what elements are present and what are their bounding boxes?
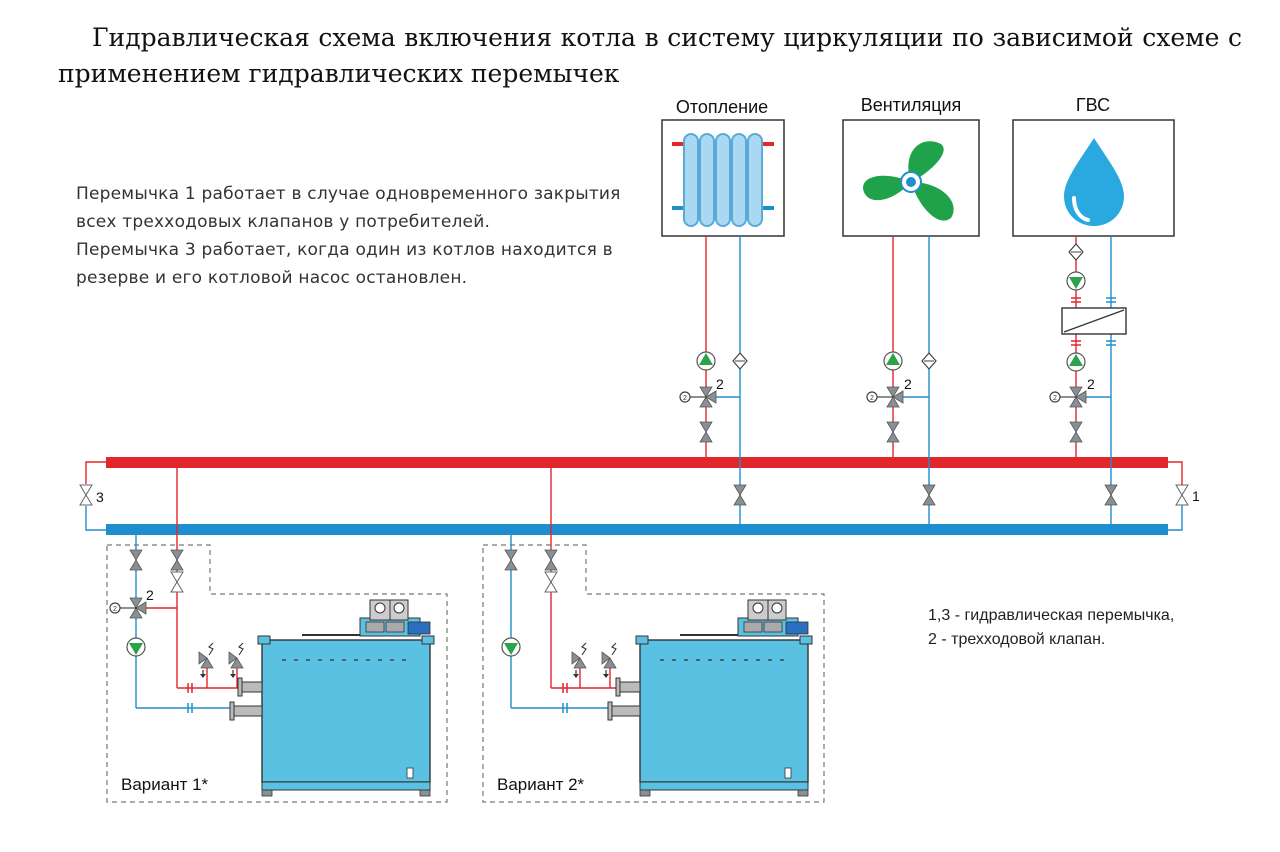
heating-return-valve-icon: [733, 484, 747, 506]
bypass-3-valve-icon: [79, 484, 93, 506]
variant-1: 2 Вариант 1*: [106, 468, 448, 803]
variant-2-safety-valve-icon: [601, 642, 617, 679]
heating-valve-label: 2: [716, 376, 724, 392]
dhw-three-way-valve-icon: [1049, 386, 1087, 408]
ventilation-pump-icon: [883, 351, 903, 371]
legend: 1,3 - гидравлическая перемычка, 2 - трех…: [928, 604, 1258, 652]
variant-2-pump-icon: [501, 637, 521, 657]
description-bypass-3: Перемычка 3 работает, когда один из котл…: [76, 240, 613, 288]
variant-2-boiler-icon: [607, 599, 813, 797]
radiator-icon: [672, 133, 774, 227]
variant-2-safety-valve-icon: [571, 642, 587, 679]
supply-manifold: [106, 457, 1168, 468]
heating-three-way-valve-icon: [679, 386, 717, 408]
heating-filter-icon: [732, 352, 748, 370]
variant-2-frame: [482, 544, 825, 803]
variant-2-supply-valve-icon: [544, 549, 558, 571]
variant-1-safety-valve-icon: [228, 642, 244, 679]
variant-2-check-valve-icon: [544, 571, 558, 593]
page-title: Гидравлическая схема включения котла в с…: [58, 23, 1242, 88]
dhw-label: ГВС: [1076, 95, 1110, 115]
ventilation-three-way-valve-icon: [866, 386, 904, 408]
legend-item-valve: 2 - трехходовой клапан.: [928, 631, 1106, 648]
variant-1-frame: [106, 544, 448, 803]
consumer-dhw: [1012, 119, 1175, 237]
consumer-heating: [661, 119, 785, 237]
dhw-valve-label: 2: [1087, 376, 1095, 392]
variant-2-return-valve-icon: [504, 549, 518, 571]
dhw-circuit: 2: [1049, 236, 1127, 524]
ventilation-return-valve-icon: [922, 484, 936, 506]
bypass-3: 3: [79, 461, 106, 531]
dhw-shutoff-valve-icon: [1069, 421, 1083, 443]
heating-shutoff-valve-icon: [699, 421, 713, 443]
dhw-pump-icon: [1066, 352, 1086, 372]
variant-2: Вариант 2*: [482, 468, 825, 803]
ventilation-filter-icon: [921, 352, 937, 370]
variant-1-valve-label: 2: [146, 587, 154, 603]
consumer-ventilation: [842, 119, 980, 237]
dhw-secondary-pump-icon: [1066, 271, 1086, 291]
heating-circuit: 2: [679, 236, 748, 524]
bypass-1-label: 1: [1192, 488, 1200, 504]
ventilation-shutoff-valve-icon: [886, 421, 900, 443]
variant-1-label: Вариант 1*: [121, 775, 209, 794]
fan-icon: [863, 141, 954, 221]
variant-1-three-way-valve-icon: [109, 597, 147, 619]
variant-1-boiler-icon: [229, 599, 435, 797]
variant-1-return-valve-icon: [129, 549, 143, 571]
bypass-1-valve-icon: [1175, 484, 1189, 506]
bypass-3-label: 3: [96, 489, 104, 505]
ventilation-label: Вентиляция: [861, 95, 962, 115]
variant-1-check-valve-icon: [170, 571, 184, 593]
bypass-1: 1: [1168, 461, 1200, 531]
heating-pump-icon: [696, 351, 716, 371]
variant-1-supply-valve-icon: [170, 549, 184, 571]
description: Перемычка 1 работает в случае одновремен…: [76, 180, 636, 292]
ventilation-valve-label: 2: [904, 376, 912, 392]
water-drop-icon: [1064, 138, 1124, 226]
ventilation-circuit: 2: [866, 236, 937, 524]
description-bypass-1: Перемычка 1 работает в случае одновремен…: [76, 184, 621, 232]
dhw-filter-icon: [1068, 243, 1084, 261]
legend-item-bypass: 1,3 - гидравлическая перемычка,: [928, 607, 1175, 624]
variant-2-label: Вариант 2*: [497, 775, 585, 794]
heating-label: Отопление: [676, 97, 768, 117]
variant-1-pump-icon: [126, 637, 146, 657]
return-manifold: [106, 524, 1168, 535]
dhw-return-valve-icon: [1104, 484, 1118, 506]
variant-1-safety-valve-icon: [198, 642, 214, 679]
